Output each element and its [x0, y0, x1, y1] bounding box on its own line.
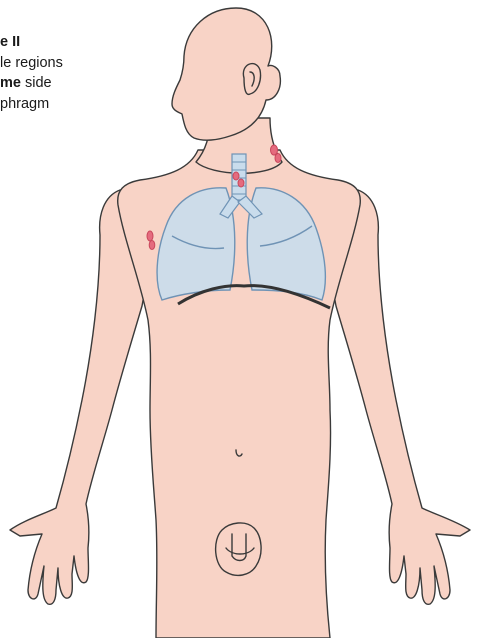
genital-region — [216, 523, 261, 575]
left-arm — [10, 190, 150, 604]
right-arm — [328, 190, 470, 604]
